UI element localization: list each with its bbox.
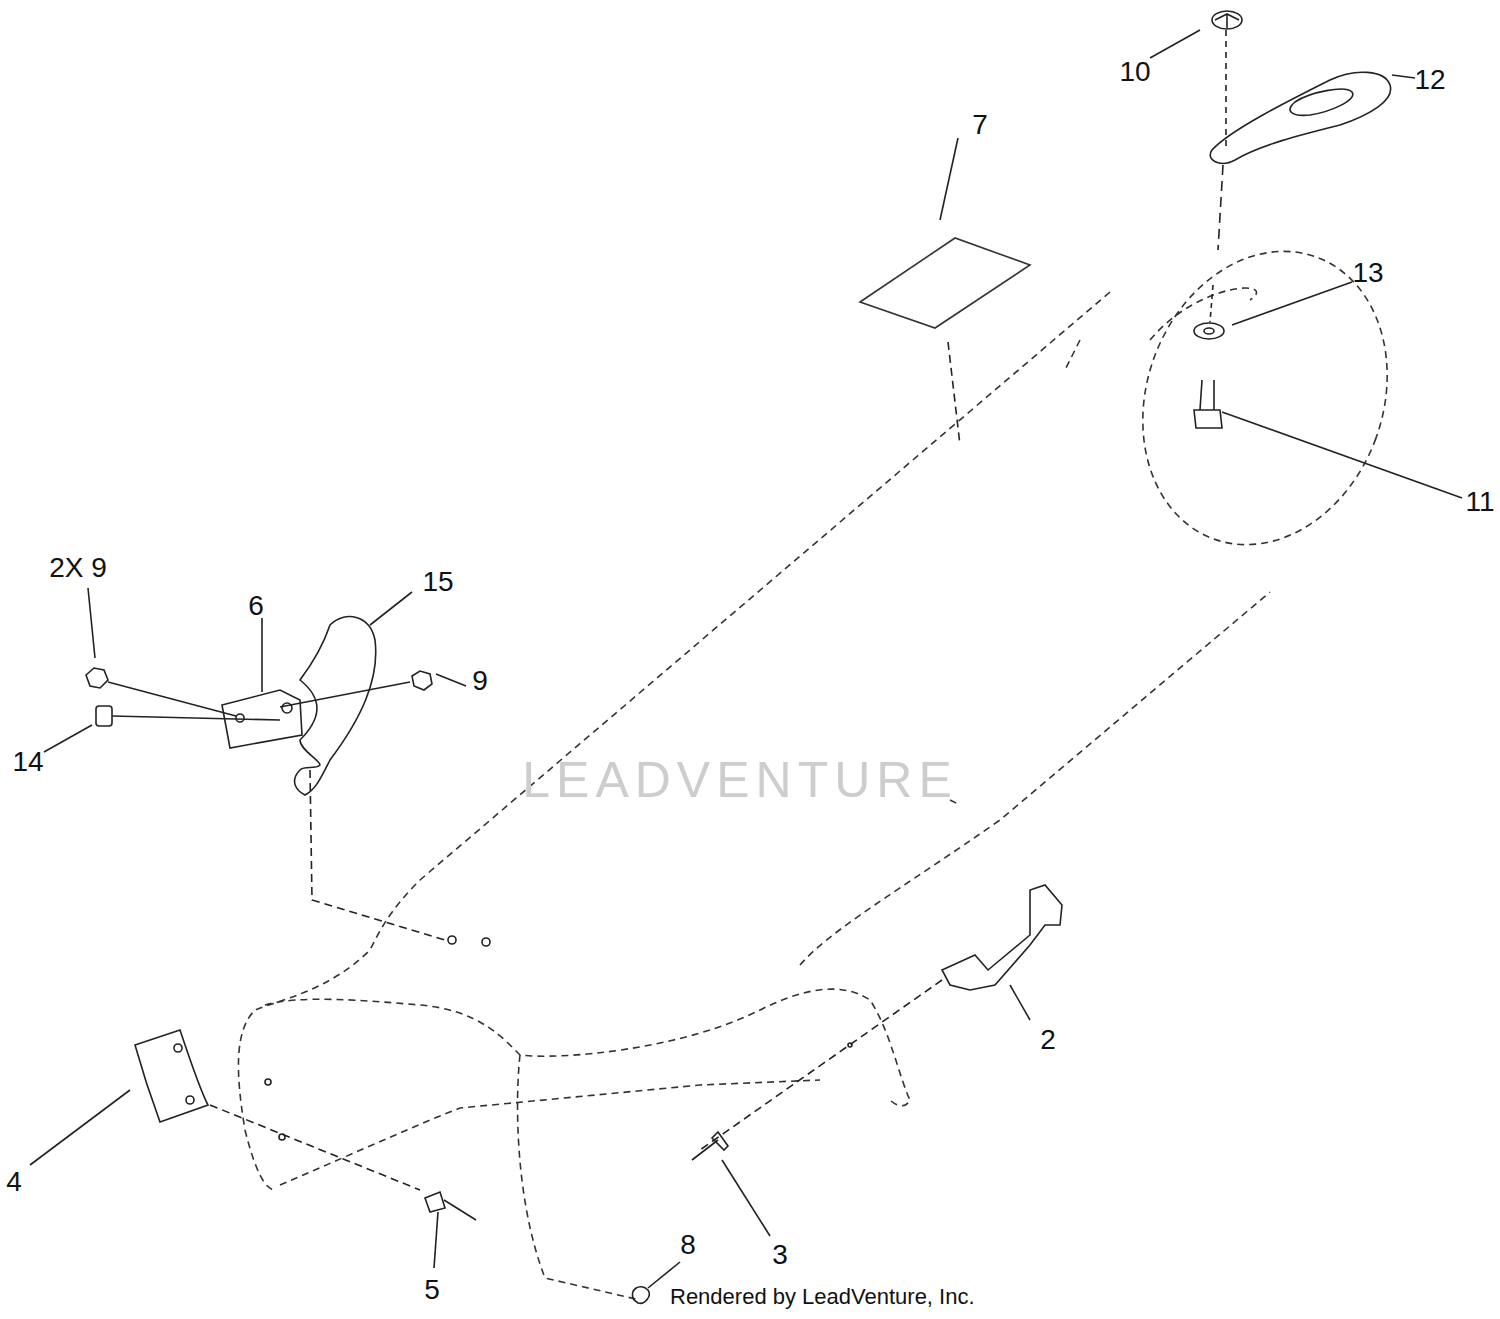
callout-number: 13: [1352, 259, 1383, 287]
callout-number: 9: [472, 667, 488, 695]
callout-number: 7: [972, 111, 988, 139]
callout-number: 14: [12, 748, 43, 776]
callout-number: 5: [424, 1276, 440, 1304]
callout-number: 10: [1119, 58, 1150, 86]
callout-number: 8: [680, 1231, 696, 1259]
callout-number: 11: [1465, 488, 1494, 516]
watermark: LEADVENTURE: [522, 755, 958, 805]
callout-number: 15: [422, 568, 453, 596]
callout-number: 3: [772, 1241, 788, 1269]
callout-number: 6: [248, 592, 264, 620]
callout-number: 4: [6, 1168, 22, 1196]
credit-text: Rendered by LeadVenture, Inc.: [670, 1286, 975, 1308]
callout-number: 12: [1414, 66, 1445, 94]
callout-number: 2: [1040, 1026, 1056, 1054]
callout-number: 2X 9: [49, 554, 107, 582]
